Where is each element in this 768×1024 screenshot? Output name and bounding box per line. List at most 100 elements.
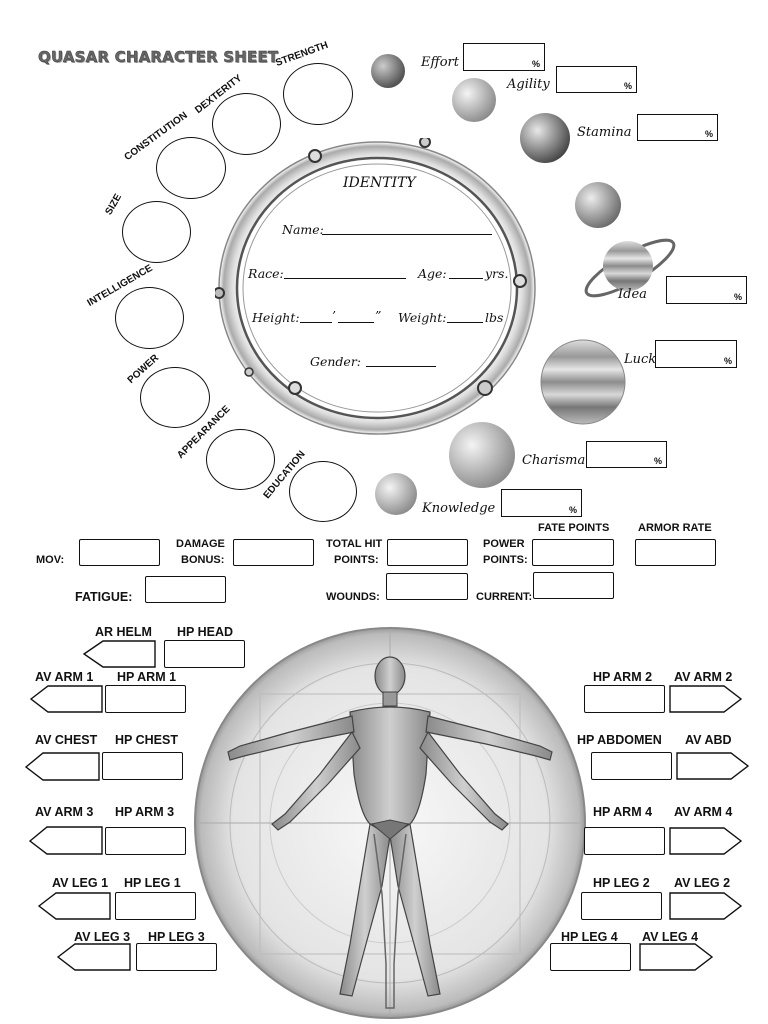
fatigue-box[interactable] bbox=[145, 576, 226, 603]
hp-arm2-box[interactable] bbox=[584, 685, 665, 713]
charisma-pct: % bbox=[653, 456, 662, 466]
av-abd-label: AV ABD bbox=[685, 733, 732, 747]
planet-effort-icon bbox=[371, 54, 405, 88]
planet-stamina-icon bbox=[520, 113, 570, 163]
dexterity-circle[interactable] bbox=[212, 93, 281, 155]
av-arm3-box[interactable] bbox=[29, 826, 104, 856]
hp-leg3-box[interactable] bbox=[136, 943, 217, 971]
damage-bonus-box[interactable] bbox=[233, 539, 314, 566]
power-circle[interactable] bbox=[140, 367, 210, 428]
knowledge-pct: % bbox=[568, 505, 577, 515]
constitution-circle[interactable] bbox=[156, 137, 226, 199]
total-hit-label-1: TOTAL HIT bbox=[326, 538, 383, 550]
identity-frame bbox=[215, 138, 536, 435]
idea-pct: % bbox=[733, 292, 742, 302]
agility-pct: % bbox=[623, 81, 632, 91]
size-circle[interactable] bbox=[122, 201, 191, 263]
fate-points-label: FATE POINTS bbox=[538, 522, 610, 534]
gender-line[interactable] bbox=[366, 366, 436, 367]
av-leg3-label: AV LEG 3 bbox=[74, 930, 131, 944]
effort-label: Effort bbox=[421, 55, 459, 70]
luck-box[interactable]: % bbox=[655, 340, 737, 368]
mov-box[interactable] bbox=[79, 539, 160, 566]
av-arm1-label: AV ARM 1 bbox=[35, 670, 94, 684]
av-leg1-label: AV LEG 1 bbox=[52, 876, 109, 890]
av-leg3-box[interactable] bbox=[57, 943, 132, 972]
av-leg4-box[interactable] bbox=[639, 943, 714, 972]
planet-knowledge-icon bbox=[375, 473, 417, 515]
hp-arm1-label: HP ARM 1 bbox=[117, 670, 177, 684]
hp-arm4-box[interactable] bbox=[584, 827, 665, 855]
av-arm1-box[interactable] bbox=[30, 685, 104, 714]
power-points-label-2: POINTS: bbox=[483, 554, 528, 566]
height-inch-line[interactable] bbox=[338, 322, 374, 323]
stamina-box[interactable]: % bbox=[637, 114, 718, 141]
charisma-box[interactable]: % bbox=[586, 441, 667, 468]
weight-label: Weight: bbox=[398, 310, 447, 325]
effort-box[interactable]: % bbox=[463, 43, 545, 71]
av-chest-box[interactable] bbox=[25, 752, 101, 782]
age-line[interactable] bbox=[449, 278, 483, 279]
current-box[interactable] bbox=[533, 572, 614, 599]
damage-bonus-label-1: DAMAGE bbox=[176, 538, 225, 550]
wounds-box[interactable] bbox=[386, 573, 468, 600]
height-feet-line[interactable] bbox=[300, 322, 332, 323]
total-hit-box[interactable] bbox=[387, 539, 468, 566]
hp-abdomen-box[interactable] bbox=[591, 752, 672, 780]
planet-charisma-icon bbox=[449, 422, 515, 488]
damage-bonus-label-2: BONUS: bbox=[181, 554, 225, 566]
identity-heading: IDENTITY bbox=[343, 175, 416, 191]
av-arm2-box[interactable] bbox=[669, 685, 743, 714]
av-leg2-label: AV LEG 2 bbox=[674, 876, 731, 890]
agility-box[interactable]: % bbox=[556, 66, 637, 93]
hp-arm1-box[interactable] bbox=[105, 685, 186, 713]
armor-rate-box[interactable] bbox=[635, 539, 716, 566]
yrs-label: yrs. bbox=[485, 266, 509, 281]
av-chest-label: AV CHEST bbox=[35, 733, 98, 747]
lbs-label: lbs bbox=[485, 310, 504, 325]
armor-rate-label: ARMOR RATE bbox=[638, 522, 712, 534]
power-points-label-1: POWER bbox=[483, 538, 525, 550]
av-arm3-label: AV ARM 3 bbox=[35, 805, 94, 819]
power-points-box[interactable] bbox=[532, 539, 614, 566]
luck-pct: % bbox=[723, 356, 732, 366]
race-line[interactable] bbox=[284, 278, 406, 279]
fatigue-label: FATIGUE: bbox=[75, 590, 133, 604]
av-arm2-label: AV ARM 2 bbox=[674, 670, 733, 684]
knowledge-label: Knowledge bbox=[422, 501, 496, 516]
current-label: CURRENT: bbox=[476, 591, 533, 603]
luck-label: Luck bbox=[624, 352, 657, 367]
hp-leg4-box[interactable] bbox=[550, 943, 631, 971]
av-arm4-label: AV ARM 4 bbox=[674, 805, 733, 819]
hp-chest-box[interactable] bbox=[102, 752, 183, 780]
av-abd-box[interactable] bbox=[676, 752, 750, 781]
appearance-circle[interactable] bbox=[206, 429, 275, 490]
ar-helm-box[interactable] bbox=[83, 640, 157, 669]
hp-head-box[interactable] bbox=[164, 640, 245, 668]
hp-abdomen-label: HP ABDOMEN bbox=[577, 733, 662, 747]
height-label: Height: bbox=[252, 310, 300, 325]
hp-arm2-label: HP ARM 2 bbox=[593, 670, 653, 684]
weight-line[interactable] bbox=[447, 322, 483, 323]
wounds-label: WOUNDS: bbox=[326, 591, 380, 603]
hp-leg2-box[interactable] bbox=[581, 892, 662, 920]
av-leg1-box[interactable] bbox=[38, 892, 112, 921]
idea-box[interactable]: % bbox=[666, 276, 747, 304]
intelligence-circle[interactable] bbox=[115, 287, 184, 349]
race-label: Race: bbox=[248, 266, 284, 281]
hp-leg3-label: HP LEG 3 bbox=[148, 930, 205, 944]
name-line[interactable] bbox=[322, 234, 492, 235]
height-feet-mark: ’ bbox=[332, 308, 336, 323]
hp-arm3-box[interactable] bbox=[105, 827, 186, 855]
av-arm4-box[interactable] bbox=[669, 827, 743, 856]
age-label: Age: bbox=[418, 266, 447, 281]
av-leg2-box[interactable] bbox=[669, 892, 743, 921]
hp-leg2-label: HP LEG 2 bbox=[593, 876, 650, 890]
strength-circle[interactable] bbox=[283, 63, 353, 125]
knowledge-box[interactable]: % bbox=[501, 489, 582, 517]
agility-label: Agility bbox=[507, 77, 550, 92]
charisma-label: Charisma bbox=[522, 453, 586, 468]
education-circle[interactable] bbox=[289, 461, 357, 522]
total-hit-label-2: POINTS: bbox=[334, 554, 379, 566]
hp-leg1-box[interactable] bbox=[115, 892, 196, 920]
